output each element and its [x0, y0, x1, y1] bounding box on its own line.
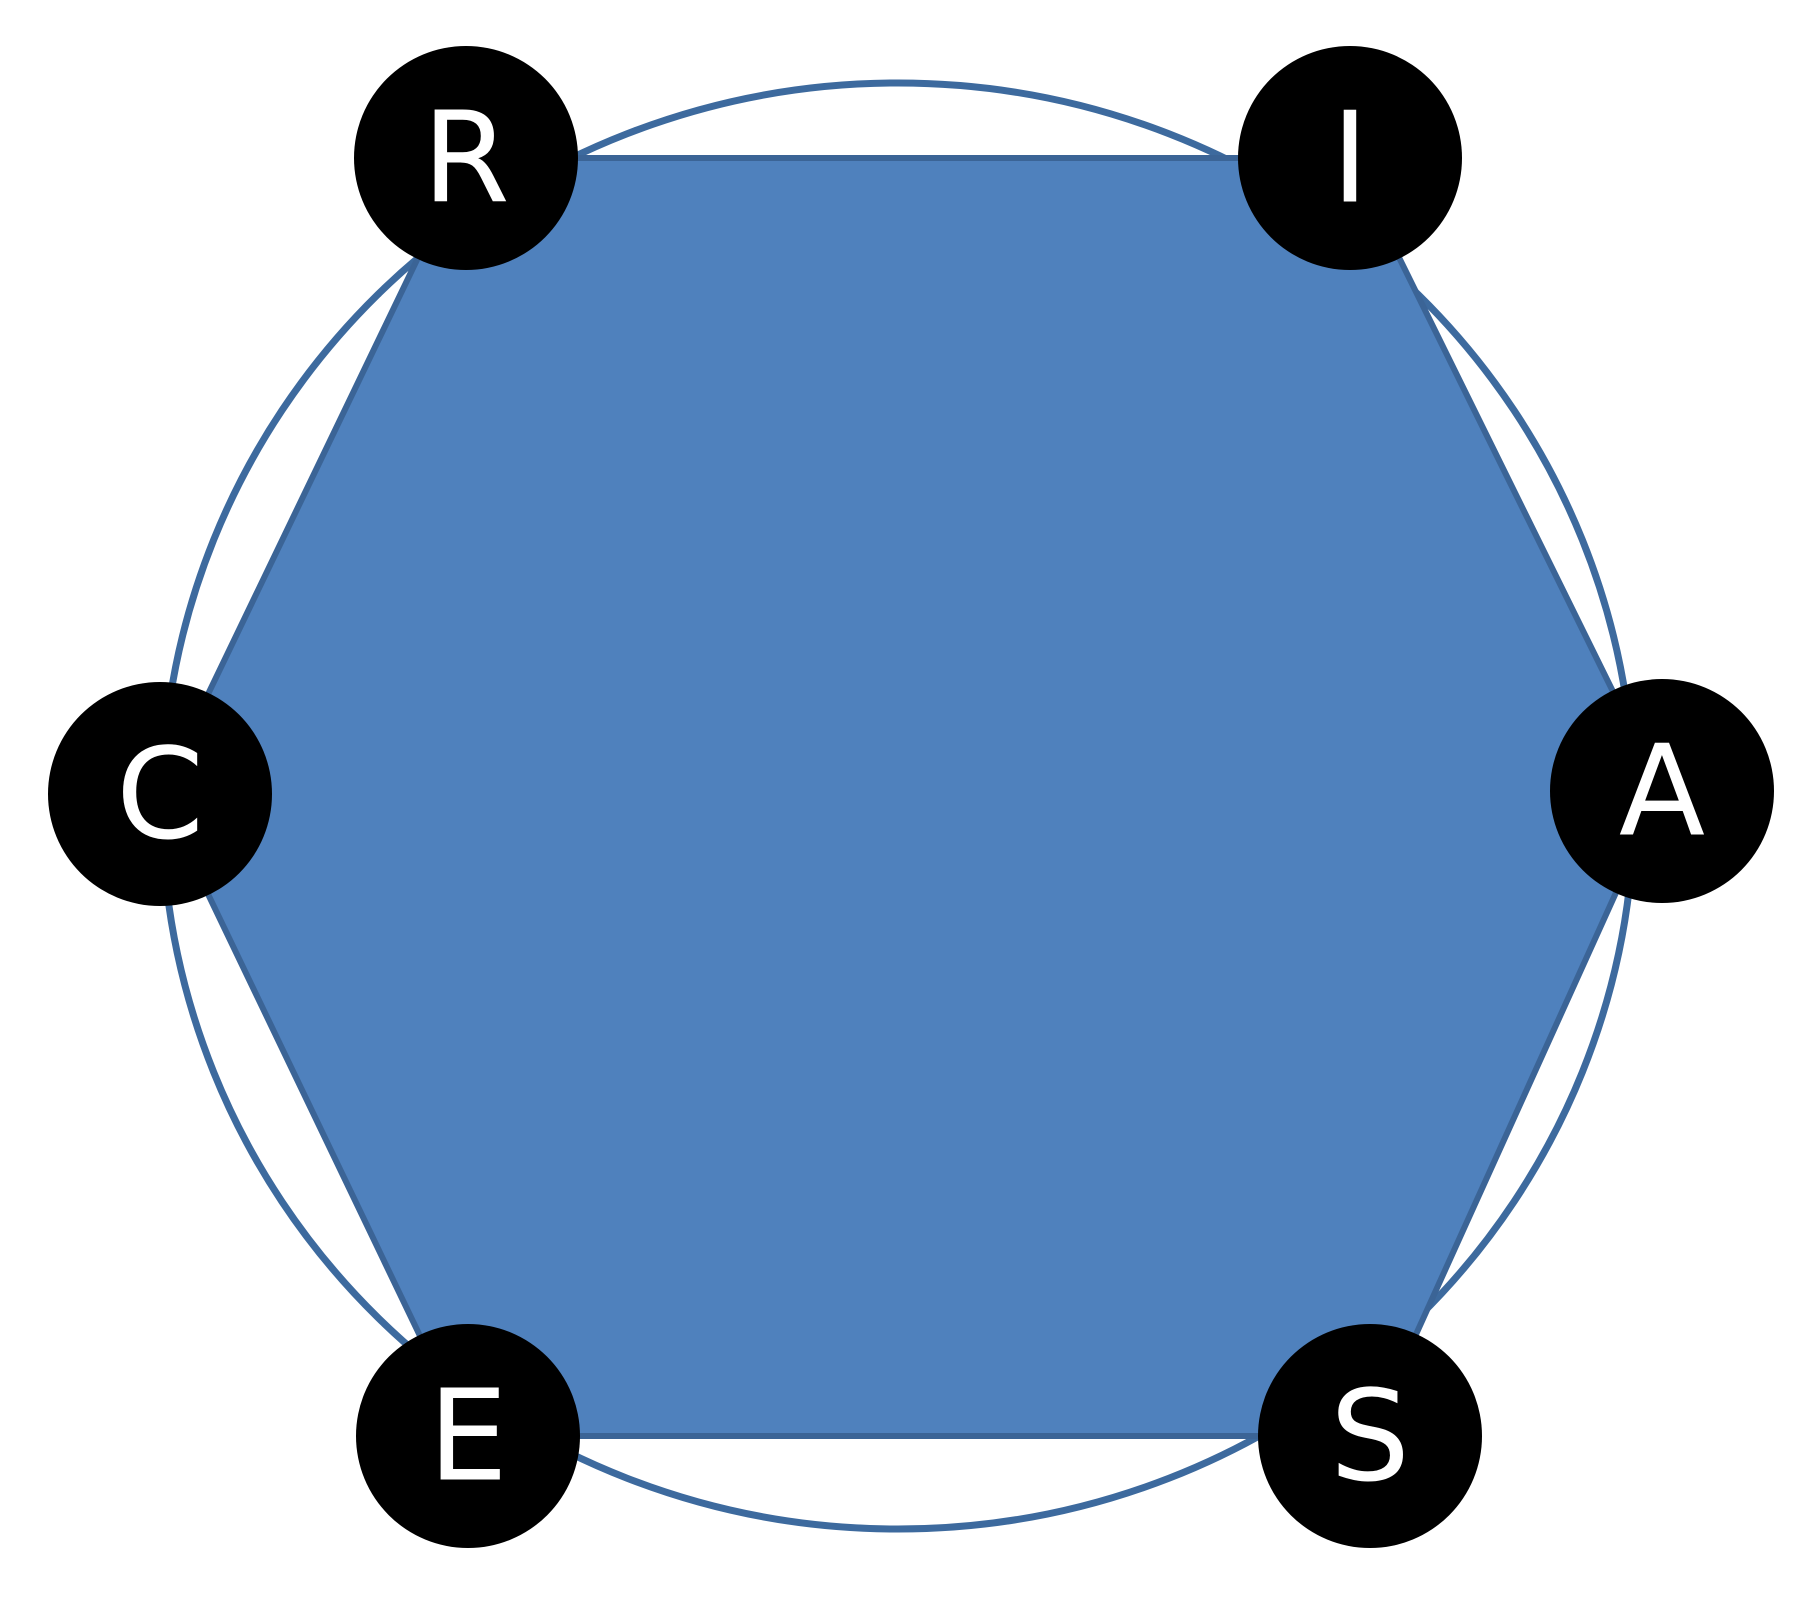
- node-S-circle: [1258, 1324, 1482, 1548]
- node-E: E: [356, 1324, 580, 1548]
- node-I: I: [1238, 46, 1462, 270]
- node-A-circle: [1550, 679, 1774, 903]
- node-R-circle: [354, 46, 578, 270]
- node-I-circle: [1238, 46, 1462, 270]
- hexagon: [156, 155, 1666, 1439]
- node-I-label: I: [1331, 85, 1368, 232]
- node-R-label: R: [422, 85, 510, 232]
- node-E-label: E: [428, 1363, 508, 1510]
- node-C: C: [48, 682, 272, 906]
- node-E-circle: [356, 1324, 580, 1548]
- node-C-label: C: [116, 721, 204, 868]
- node-A: A: [1550, 679, 1774, 903]
- node-S-label: S: [1330, 1363, 1410, 1510]
- node-S: S: [1258, 1324, 1482, 1548]
- node-C-circle: [48, 682, 272, 906]
- node-A-label: A: [1619, 718, 1705, 865]
- node-R: R: [354, 46, 578, 270]
